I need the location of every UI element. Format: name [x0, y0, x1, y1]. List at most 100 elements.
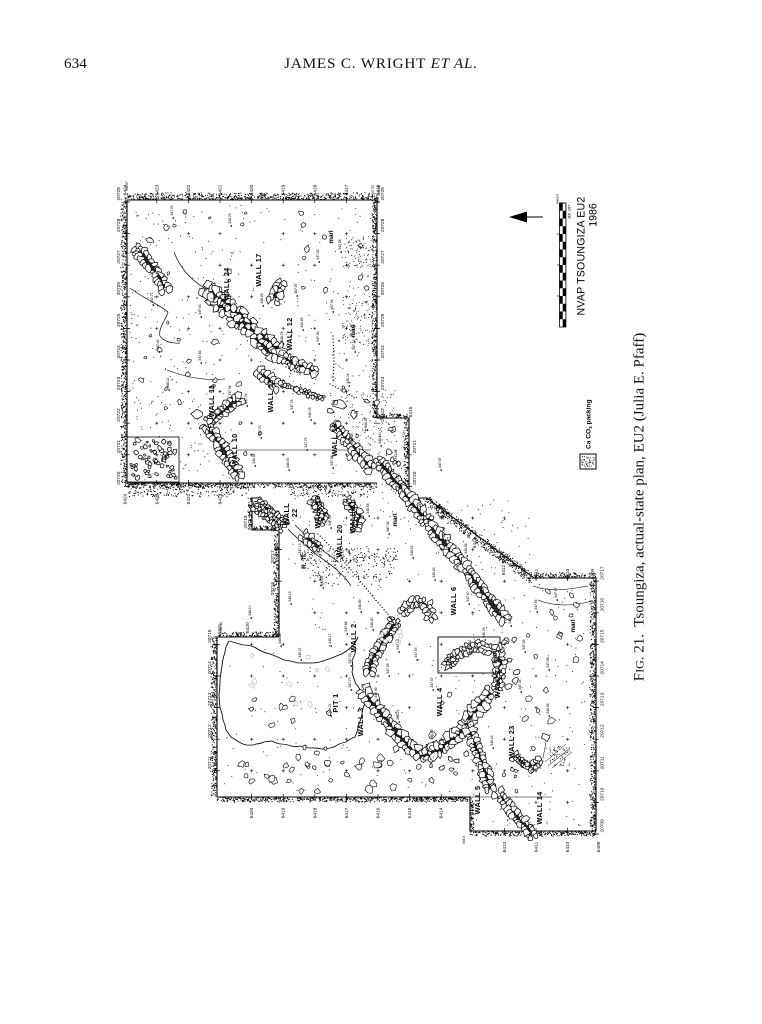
svg-text:346.86: 346.86	[310, 499, 314, 509]
svg-text:6423: 6423	[154, 493, 160, 504]
svg-text:6411: 6411	[534, 842, 540, 853]
svg-text:347.55: 347.55	[348, 653, 352, 663]
svg-text:20713: 20713	[207, 692, 213, 706]
svg-text:20710: 20710	[600, 787, 606, 801]
svg-text:20729: 20729	[380, 187, 386, 201]
svg-text:348.74: 348.74	[280, 331, 284, 341]
svg-text:347.55: 347.55	[414, 647, 418, 657]
svg-text:347.75: 347.75	[258, 425, 262, 435]
svg-text:20714: 20714	[600, 661, 606, 675]
svg-text:347.76: 347.76	[244, 393, 248, 403]
svg-text:348.01: 348.01	[166, 377, 170, 387]
svg-text:345.63: 345.63	[432, 567, 436, 577]
svg-text:347.55: 347.55	[386, 663, 390, 673]
svg-text:20723: 20723	[116, 376, 122, 390]
svg-text:WALL 11: WALL 11	[207, 385, 216, 418]
svg-text:6420: 6420	[249, 807, 255, 818]
svg-text:6424: 6424	[123, 184, 129, 195]
svg-text:WALL 10: WALL 10	[230, 433, 239, 466]
svg-text:20726: 20726	[116, 282, 122, 296]
svg-text:6419: 6419	[281, 807, 287, 818]
svg-text:WALL 3: WALL 3	[356, 708, 365, 737]
svg-text:6421: 6421	[217, 623, 222, 634]
svg-text:348.58: 348.58	[546, 703, 550, 713]
svg-text:20726: 20726	[380, 282, 386, 296]
svg-text:NVAP TSOUNGIZA EU2: NVAP TSOUNGIZA EU2	[576, 197, 588, 316]
svg-text:346.92: 346.92	[252, 453, 256, 463]
svg-text:6412: 6412	[501, 564, 506, 575]
svg-text:348.28: 348.28	[278, 633, 282, 643]
svg-text:20721: 20721	[412, 440, 418, 454]
svg-text:348.21: 348.21	[328, 703, 332, 713]
svg-text:347.35: 347.35	[328, 515, 332, 525]
svg-text:347.58: 347.58	[546, 657, 550, 667]
svg-text:347.48: 347.48	[330, 455, 334, 465]
svg-text:marl: marl	[570, 619, 577, 632]
svg-text:6416: 6416	[376, 807, 382, 818]
svg-text:347.76: 347.76	[170, 205, 174, 215]
svg-text:20724: 20724	[380, 345, 386, 359]
svg-text:348.10: 348.10	[248, 605, 252, 615]
svg-text:20717: 20717	[270, 550, 276, 564]
svg-text:20725: 20725	[380, 313, 386, 327]
svg-text:20720: 20720	[412, 471, 418, 485]
svg-text:348.05: 348.05	[508, 613, 512, 623]
svg-text:347.42: 347.42	[156, 339, 160, 349]
svg-text:348.8: 348.8	[462, 836, 466, 844]
svg-text:346.48: 346.48	[464, 543, 468, 553]
svg-text:WALL 17: WALL 17	[254, 253, 263, 286]
svg-text:6416: 6416	[376, 184, 382, 195]
svg-text:6420: 6420	[245, 622, 251, 633]
svg-text:20727: 20727	[116, 250, 122, 264]
svg-text:WALL 6: WALL 6	[449, 587, 458, 616]
svg-text:347.47: 347.47	[438, 457, 442, 467]
svg-text:347.31: 347.31	[371, 185, 375, 195]
svg-text:20728: 20728	[116, 218, 122, 232]
svg-text:348.75: 348.75	[228, 213, 232, 223]
svg-text:347.49: 347.49	[522, 639, 526, 649]
svg-text:6418: 6418	[312, 807, 318, 818]
svg-text:347.43: 347.43	[198, 304, 202, 314]
svg-text:347.58: 347.58	[338, 239, 342, 249]
svg-text:20716: 20716	[270, 582, 276, 596]
svg-text:20712: 20712	[600, 724, 606, 738]
svg-text:346.90: 346.90	[286, 457, 290, 467]
svg-text:WALL 21: WALL 21	[348, 500, 357, 533]
svg-text:20715: 20715	[207, 629, 213, 643]
svg-text:348.87: 348.87	[364, 417, 368, 427]
svg-text:marl: marl	[328, 230, 335, 243]
svg-text:20719: 20719	[243, 515, 249, 529]
svg-text:20716: 20716	[600, 598, 606, 612]
svg-text:346.04: 346.04	[346, 373, 350, 383]
svg-text:6418: 6418	[312, 184, 318, 195]
svg-text:6414: 6414	[439, 807, 445, 818]
svg-text:347.75: 347.75	[396, 475, 400, 485]
svg-text:WALL 24: WALL 24	[222, 267, 231, 301]
svg-text:347.83: 347.83	[198, 350, 202, 360]
svg-text:20725: 20725	[116, 313, 122, 327]
svg-text:WALL 23: WALL 23	[507, 725, 516, 758]
svg-text:6421: 6421	[218, 493, 224, 504]
svg-text:348.43: 348.43	[260, 293, 264, 303]
svg-text:347.47: 347.47	[320, 575, 324, 585]
svg-text:347.94: 347.94	[228, 385, 232, 395]
svg-text:347.76: 347.76	[290, 399, 294, 409]
svg-text:347.13: 347.13	[396, 639, 400, 649]
svg-text:347.75: 347.75	[304, 437, 308, 447]
svg-text:20721: 20721	[116, 440, 122, 454]
svg-text:WALL 16: WALL 16	[330, 423, 339, 456]
svg-text:347.34: 347.34	[518, 679, 522, 689]
svg-text:6422: 6422	[186, 184, 192, 195]
svg-text:348.40: 348.40	[370, 617, 374, 627]
svg-text:348.52: 348.52	[410, 545, 414, 555]
svg-text:20712: 20712	[207, 724, 213, 738]
svg-text:6423: 6423	[154, 184, 160, 195]
svg-text:20729: 20729	[116, 187, 122, 201]
svg-text:20723: 20723	[380, 376, 386, 390]
svg-text:meters: meters	[556, 194, 560, 205]
svg-text:346.05: 346.05	[482, 627, 486, 637]
svg-text:346.16: 346.16	[490, 735, 494, 745]
svg-text:347.52: 347.52	[442, 527, 446, 537]
svg-text:20713: 20713	[600, 692, 606, 706]
svg-text:348.49: 348.49	[430, 729, 434, 739]
